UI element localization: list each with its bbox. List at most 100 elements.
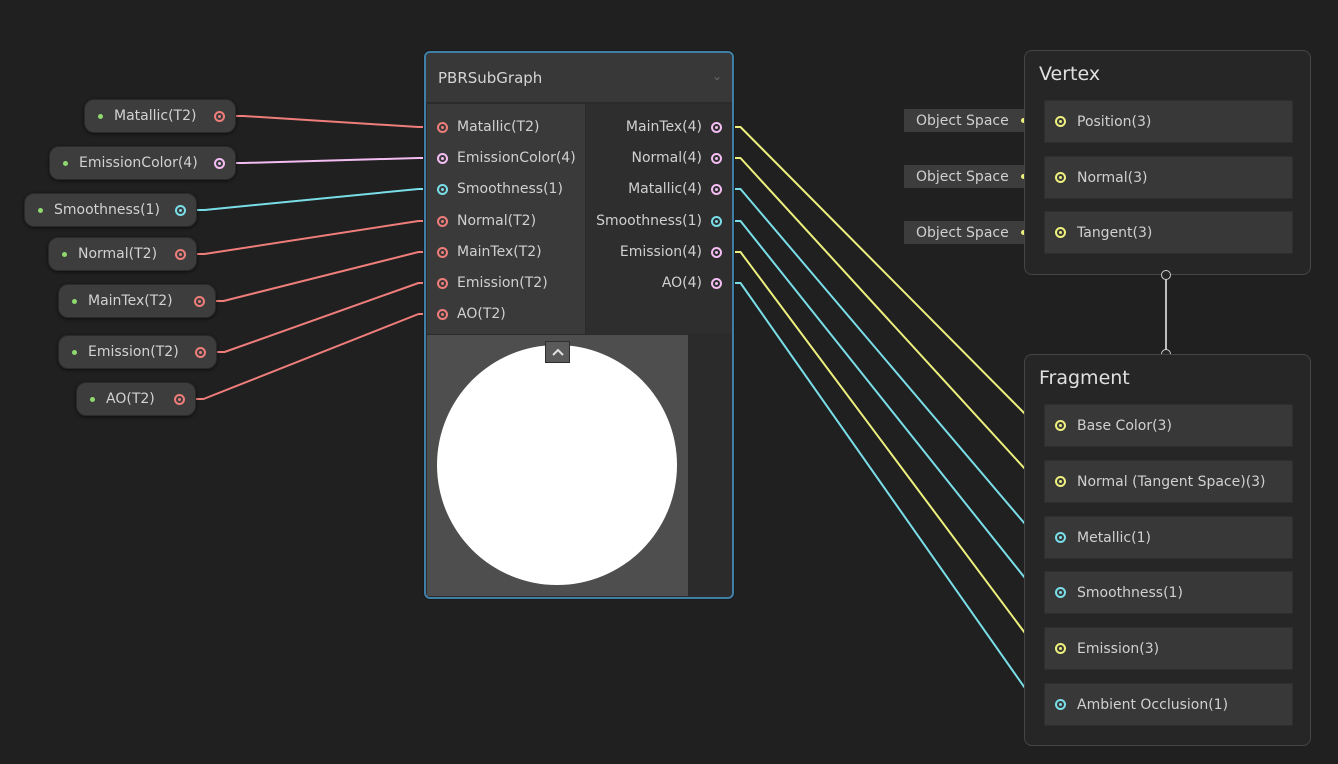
output-slot[interactable]: AO(4) <box>662 275 722 291</box>
block-tangent[interactable]: Tangent(3) <box>1044 211 1293 254</box>
input-wire[interactable] <box>180 220 443 255</box>
input-port-icon[interactable] <box>1055 227 1066 238</box>
exposed-indicator-icon <box>38 207 43 213</box>
output-wire[interactable] <box>716 157 1061 483</box>
input-ports-panel: Matallic(T2) EmissionColor(4) Smoothness… <box>427 104 585 334</box>
exposed-indicator-icon <box>90 396 95 402</box>
input-port-icon[interactable] <box>1055 532 1066 543</box>
object-space-dropdown[interactable]: Object Space <box>904 221 1036 244</box>
input-wire[interactable] <box>199 251 443 302</box>
input-port-icon[interactable] <box>1055 643 1066 654</box>
node-title-bar[interactable]: PBRSubGraph ⌄ <box>426 53 732 102</box>
output-port-icon[interactable] <box>194 295 205 307</box>
property-label: Matallic(T2) <box>114 108 197 124</box>
output-label: MainTex(4) <box>625 119 702 135</box>
output-port-icon[interactable] <box>174 393 185 405</box>
block-label: Smoothness(1) <box>1077 584 1183 601</box>
input-wire[interactable] <box>219 157 443 164</box>
input-slot[interactable]: Normal(T2) <box>437 213 536 229</box>
block-label: Ambient Occlusion(1) <box>1077 696 1229 713</box>
input-port-icon[interactable] <box>437 308 448 320</box>
output-port-icon[interactable] <box>711 152 722 164</box>
context-title: Vertex <box>1039 63 1101 85</box>
subgraph-node[interactable]: PBRSubGraph ⌄ Matallic(T2) EmissionColor… <box>424 51 734 599</box>
object-space-dropdown[interactable]: Object Space <box>904 109 1036 132</box>
input-wire[interactable] <box>200 282 443 353</box>
input-port-icon[interactable] <box>1055 699 1066 710</box>
property-node-emissioncolor[interactable]: EmissionColor(4) <box>49 146 236 180</box>
object-space-dropdown[interactable]: Object Space <box>904 165 1036 188</box>
block-smoothness[interactable]: Smoothness(1) <box>1044 571 1293 614</box>
output-port-icon[interactable] <box>175 204 186 216</box>
block-label: Position(3) <box>1077 113 1152 130</box>
block-label: Normal (Tangent Space)(3) <box>1077 473 1266 490</box>
input-slot[interactable]: EmissionColor(4) <box>437 150 576 166</box>
input-port-icon[interactable] <box>437 277 448 289</box>
output-slot[interactable]: Smoothness(1) <box>596 213 722 229</box>
block-emission[interactable]: Emission(3) <box>1044 627 1293 670</box>
fragment-context[interactable]: Fragment Base Color(3) Normal (Tangent S… <box>1024 354 1311 746</box>
collapse-preview-button[interactable] <box>545 341 570 363</box>
property-node-smoothness[interactable]: Smoothness(1) <box>24 193 197 227</box>
output-port-icon[interactable] <box>195 346 206 358</box>
block-label: Emission(3) <box>1077 640 1160 657</box>
block-ambient-occlusion[interactable]: Ambient Occlusion(1) <box>1044 683 1293 726</box>
block-label: Tangent(3) <box>1077 224 1153 241</box>
output-wire[interactable] <box>716 282 1061 706</box>
input-port-icon[interactable] <box>1055 476 1066 487</box>
property-label: Normal(T2) <box>78 246 158 262</box>
input-slot[interactable]: MainTex(T2) <box>437 244 542 260</box>
block-base-color[interactable]: Base Color(3) <box>1044 404 1293 447</box>
block-normal[interactable]: Normal(3) <box>1044 156 1293 199</box>
input-wire[interactable] <box>180 188 443 211</box>
output-slot[interactable]: Matallic(4) <box>628 181 722 197</box>
output-label: AO(4) <box>661 275 702 291</box>
input-wire[interactable] <box>179 313 443 400</box>
output-port-icon[interactable] <box>711 215 722 227</box>
output-slot[interactable]: Normal(4) <box>631 150 722 166</box>
input-port-icon[interactable] <box>1055 420 1066 431</box>
port-dot-icon <box>1021 118 1026 123</box>
output-slot[interactable]: Emission(4) <box>620 244 722 260</box>
exposed-indicator-icon <box>62 251 67 257</box>
output-slot[interactable]: MainTex(4) <box>626 119 722 135</box>
chevron-up-icon <box>551 348 564 356</box>
block-normal-tangent[interactable]: Normal (Tangent Space)(3) <box>1044 460 1293 503</box>
block-metallic[interactable]: Metallic(1) <box>1044 516 1293 559</box>
output-port-icon[interactable] <box>711 277 722 289</box>
output-label: Smoothness(1) <box>596 213 702 229</box>
property-node-maintex[interactable]: MainTex(T2) <box>58 284 216 318</box>
input-port-icon[interactable] <box>437 246 448 258</box>
property-node-emission[interactable]: Emission(T2) <box>58 335 217 369</box>
input-port-icon[interactable] <box>437 215 448 227</box>
input-port-icon[interactable] <box>437 183 448 195</box>
input-wire[interactable] <box>219 115 443 128</box>
input-port-icon[interactable] <box>1055 116 1066 127</box>
output-port-icon[interactable] <box>175 248 186 260</box>
input-port-icon[interactable] <box>437 121 448 133</box>
input-slot[interactable]: Matallic(T2) <box>437 119 539 135</box>
property-node-normal[interactable]: Normal(T2) <box>48 237 197 271</box>
output-label: Matallic(4) <box>628 181 702 197</box>
input-port-icon[interactable] <box>1055 172 1066 183</box>
output-label: Normal(4) <box>631 150 703 166</box>
exposed-indicator-icon <box>98 113 103 119</box>
property-node-ao[interactable]: AO(T2) <box>76 382 196 416</box>
property-node-matallic[interactable]: Matallic(T2) <box>84 99 236 133</box>
block-position[interactable]: Position(3) <box>1044 100 1293 143</box>
input-slot[interactable]: AO(T2) <box>437 306 506 322</box>
flow-port-icon <box>1161 270 1171 280</box>
input-port-icon[interactable] <box>437 152 448 164</box>
output-port-icon[interactable] <box>711 183 722 195</box>
input-port-icon[interactable] <box>1055 587 1066 598</box>
port-dot-icon <box>1021 230 1026 235</box>
input-slot[interactable]: Emission(T2) <box>437 275 548 291</box>
output-port-icon[interactable] <box>214 157 225 169</box>
vertex-context[interactable]: Vertex Position(3) Normal(3) Tangent(3) <box>1024 50 1311 275</box>
chevron-down-icon[interactable]: ⌄ <box>711 69 722 83</box>
input-slot[interactable]: Smoothness(1) <box>437 181 563 197</box>
output-port-icon[interactable] <box>711 121 722 133</box>
output-port-icon[interactable] <box>214 110 225 122</box>
input-label: AO(T2) <box>457 306 506 322</box>
output-port-icon[interactable] <box>711 246 722 258</box>
